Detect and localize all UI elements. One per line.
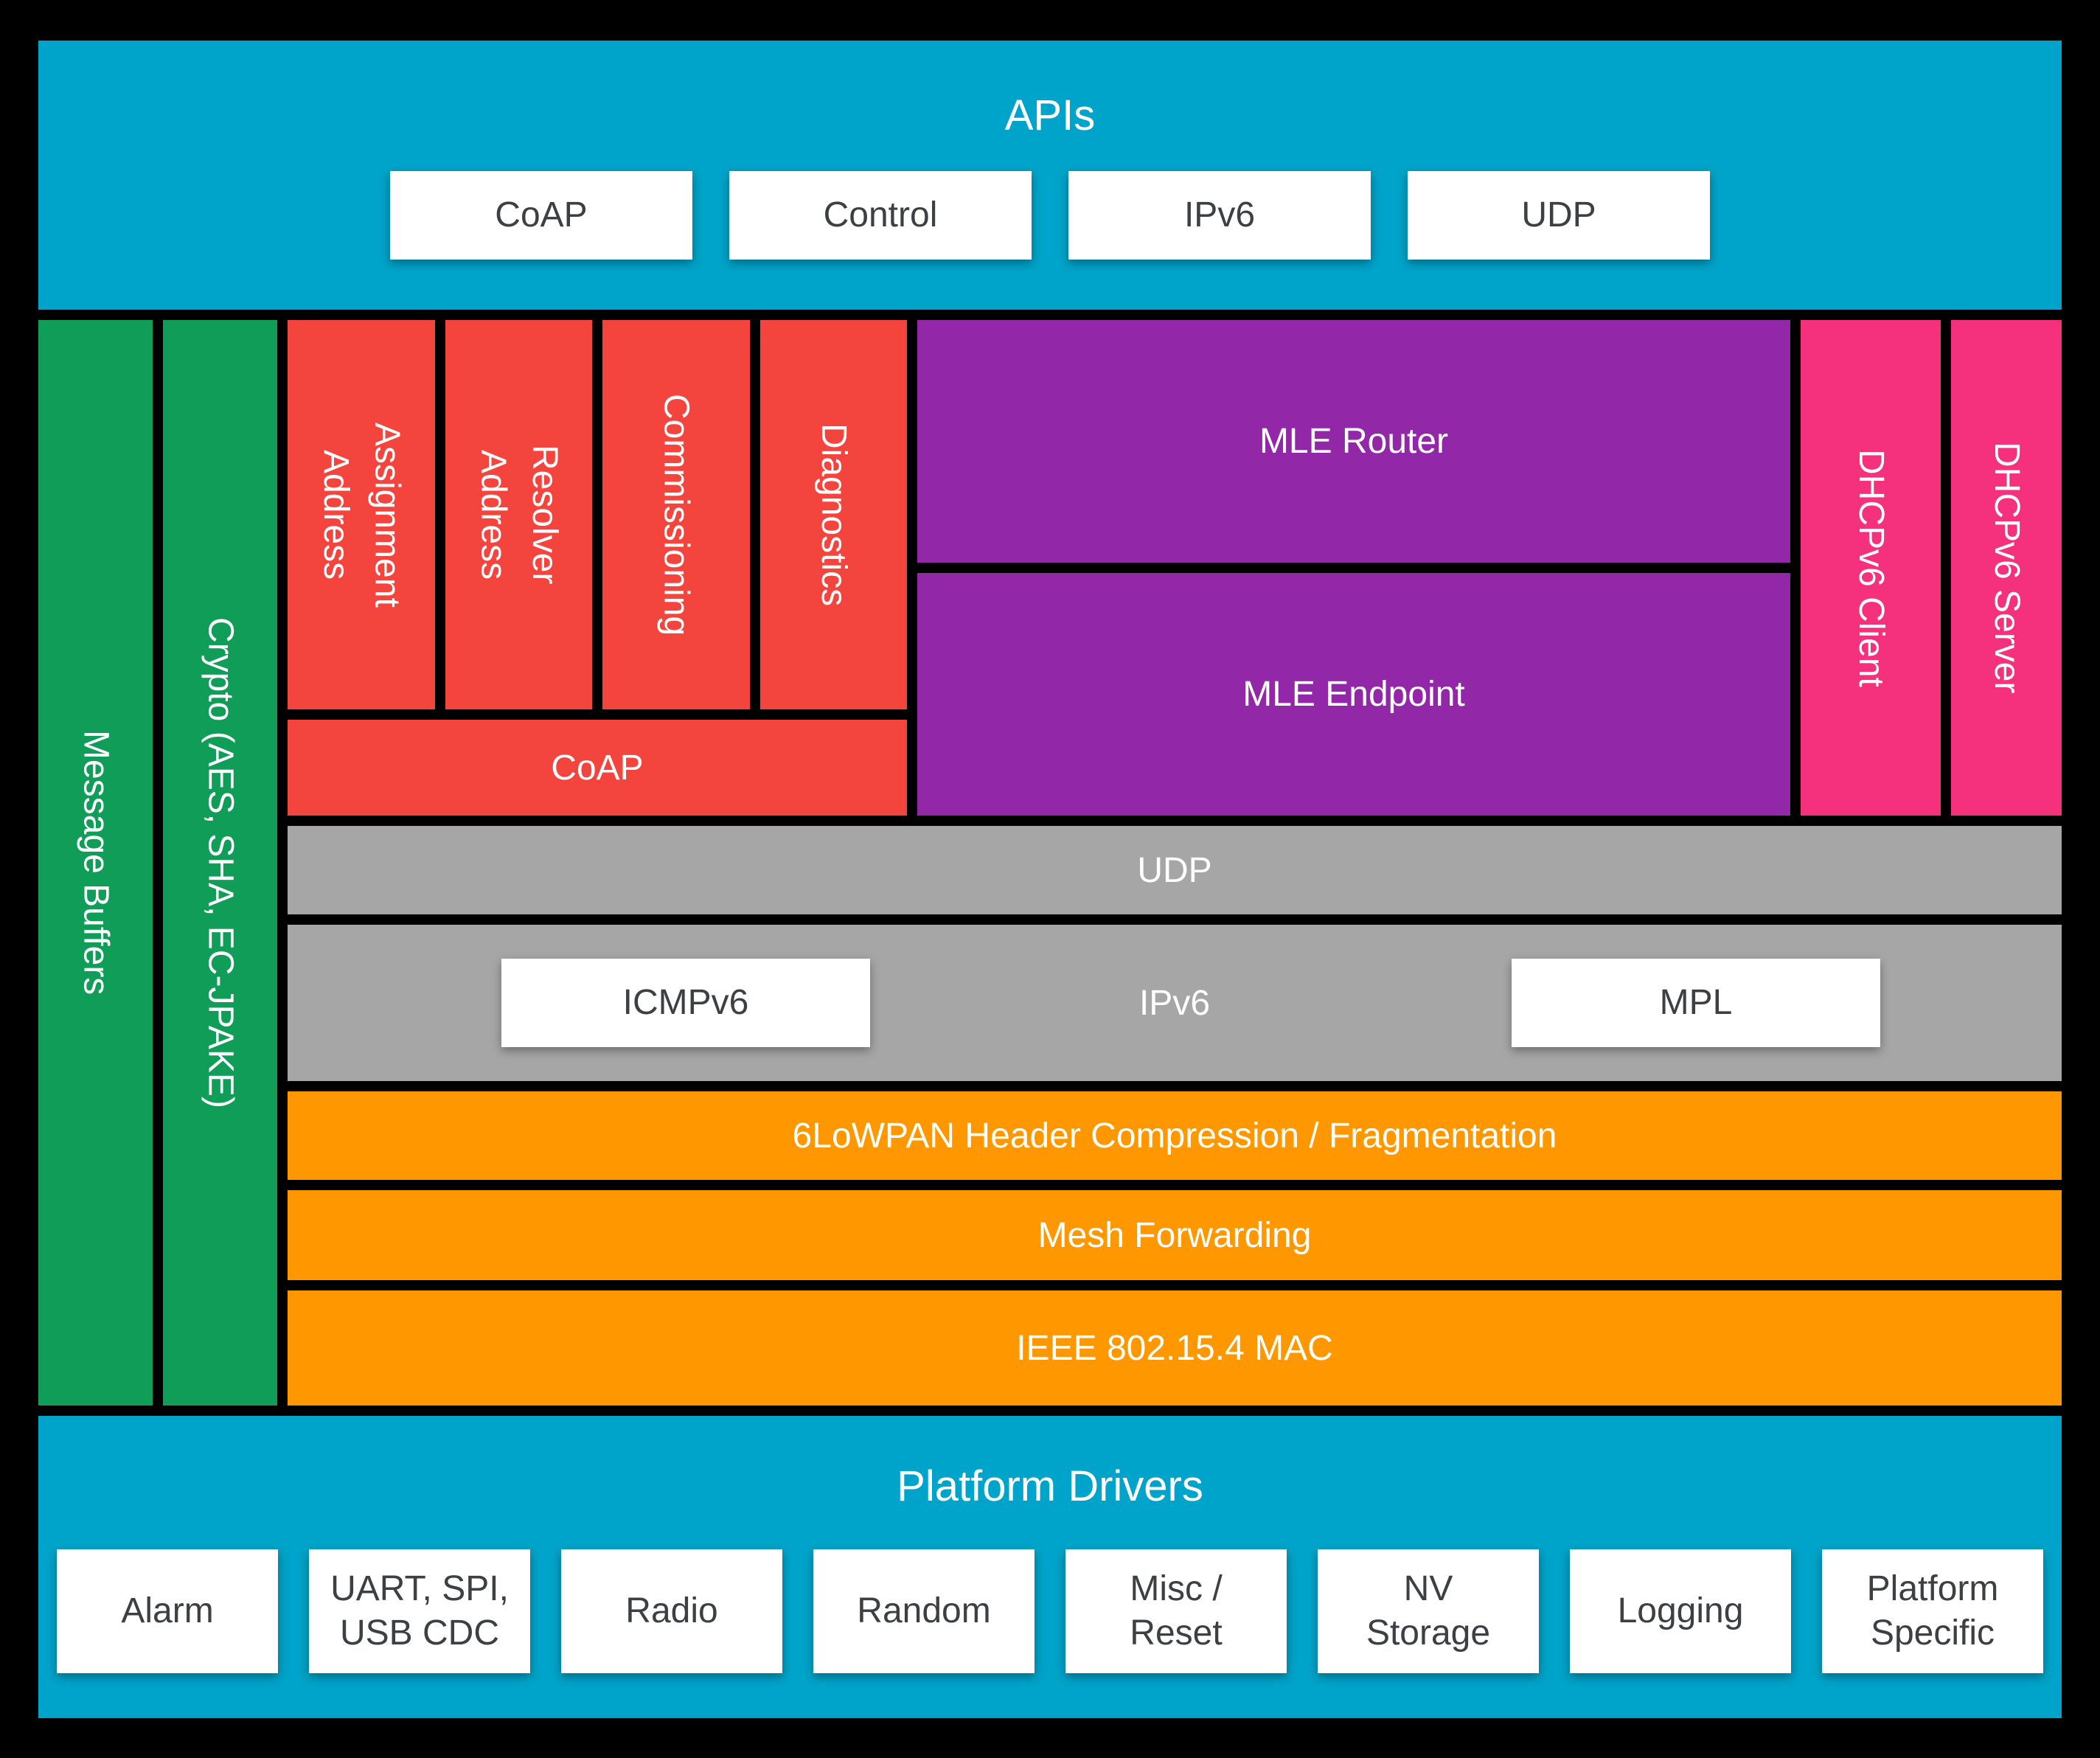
mpl-box: MPL bbox=[1512, 959, 1880, 1047]
platform-box-radio: Radio bbox=[561, 1549, 782, 1673]
crypto-block: Crypto (AES, SHA, EC-JPAKE) bbox=[163, 320, 277, 1406]
core-stack: Address Assignment Address Resolver Comm… bbox=[288, 320, 2062, 1406]
mle-group: MLE Router MLE Endpoint bbox=[917, 320, 1790, 816]
api-box-control: Control bbox=[729, 171, 1032, 260]
dhcpv6-server-label: DHCPv6 Server bbox=[1986, 442, 2026, 694]
platform-drivers-band: Platform Drivers Alarm UART, SPI, USB CD… bbox=[38, 1416, 2062, 1718]
api-box-ipv6: IPv6 bbox=[1068, 171, 1371, 260]
coap-block: CoAP bbox=[288, 720, 907, 816]
dhcpv6-client-block: DHCPv6 Client bbox=[1801, 320, 1941, 816]
diagnostics-label: Diagnostics bbox=[814, 423, 854, 607]
platform-box-uart-spi-usb: UART, SPI, USB CDC bbox=[309, 1549, 530, 1673]
dhcpv6-client-label: DHCPv6 Client bbox=[1851, 448, 1891, 687]
platform-box-misc-reset: Misc / Reset bbox=[1065, 1549, 1287, 1673]
platform-box-platform-specific: Platform Specific bbox=[1822, 1549, 2043, 1673]
udp-bar: UDP bbox=[288, 826, 2062, 914]
address-resolver-block: Address Resolver bbox=[445, 320, 592, 709]
crypto-label: Crypto (AES, SHA, EC-JPAKE) bbox=[201, 617, 240, 1108]
apis-box-row: CoAP Control IPv6 UDP bbox=[390, 171, 1710, 260]
platform-box-alarm: Alarm bbox=[57, 1549, 278, 1673]
diagnostics-block: Diagnostics bbox=[759, 320, 907, 709]
platform-box-nv-storage: NV Storage bbox=[1318, 1549, 1539, 1673]
api-box-coap: CoAP bbox=[390, 171, 692, 260]
coap-services-group: Address Assignment Address Resolver Comm… bbox=[288, 320, 907, 816]
platform-box-row: Alarm UART, SPI, USB CDC Radio Random Mi… bbox=[57, 1549, 2043, 1673]
platform-drivers-title: Platform Drivers bbox=[897, 1462, 1203, 1510]
mle-router-block: MLE Router bbox=[917, 320, 1790, 563]
6lowpan-bar: 6LoWPAN Header Compression / Fragmentati… bbox=[288, 1091, 2062, 1180]
application-layer-row: Address Assignment Address Resolver Comm… bbox=[288, 320, 2062, 816]
address-assignment-label: Address Assignment bbox=[316, 422, 407, 608]
commissioning-label: Commissioning bbox=[656, 393, 696, 636]
coap-services-columns: Address Assignment Address Resolver Comm… bbox=[288, 320, 907, 709]
ipv6-label: IPv6 bbox=[1138, 983, 1211, 1023]
protocol-stack-section: Message Buffers Crypto (AES, SHA, EC-JPA… bbox=[38, 320, 2062, 1406]
mesh-forwarding-bar: Mesh Forwarding bbox=[288, 1190, 2062, 1280]
platform-box-random: Random bbox=[813, 1549, 1035, 1673]
dhcpv6-server-block: DHCPv6 Server bbox=[1951, 320, 2062, 816]
icmpv6-box: ICMPv6 bbox=[501, 959, 870, 1047]
commissioning-block: Commissioning bbox=[602, 320, 750, 709]
mle-endpoint-block: MLE Endpoint bbox=[917, 573, 1790, 816]
ipv6-bar: ICMPv6 IPv6 MPL bbox=[288, 925, 2062, 1081]
ieee-mac-bar: IEEE 802.15.4 MAC bbox=[288, 1290, 2062, 1406]
platform-box-logging: Logging bbox=[1570, 1549, 1791, 1673]
address-assignment-block: Address Assignment bbox=[288, 320, 435, 709]
apis-title: APIs bbox=[1004, 91, 1096, 139]
api-box-udp: UDP bbox=[1408, 171, 1710, 260]
message-buffers-label: Message Buffers bbox=[76, 730, 116, 996]
apis-band: APIs CoAP Control IPv6 UDP bbox=[38, 41, 2062, 310]
message-buffers-block: Message Buffers bbox=[38, 320, 153, 1406]
address-resolver-label: Address Resolver bbox=[473, 445, 564, 585]
